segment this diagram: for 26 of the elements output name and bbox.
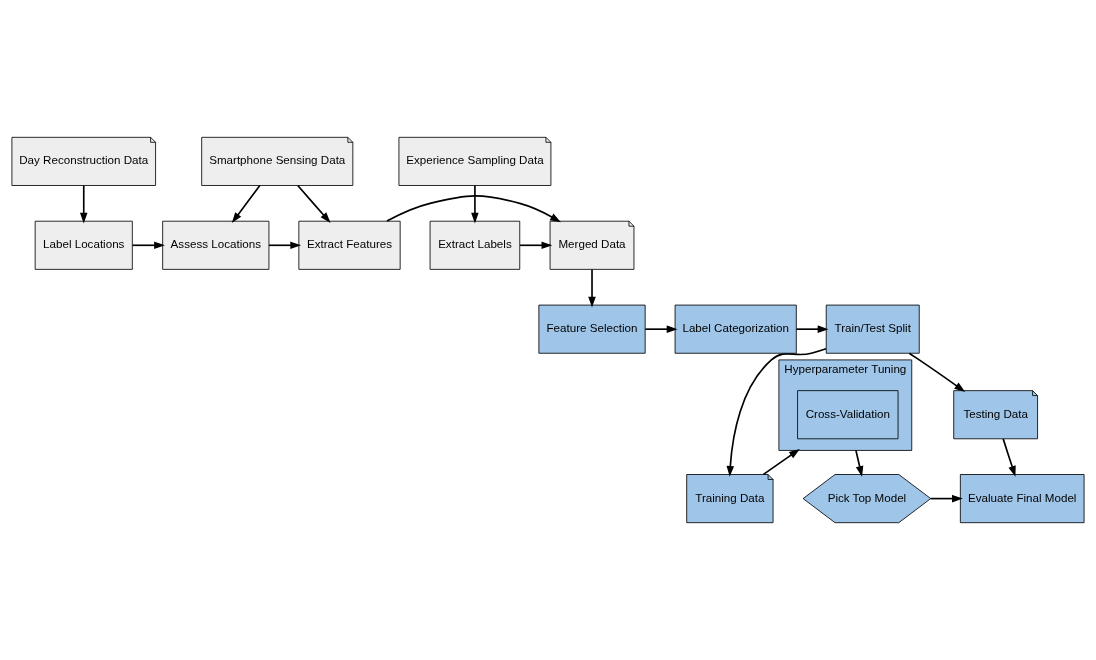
arrow [908,352,966,392]
arrow [231,184,261,224]
arrow [762,449,800,476]
arrow [268,241,302,250]
arrow [644,325,678,333]
arrow [79,184,88,224]
arrow [131,241,165,250]
node-box: Cross-Validation [797,390,899,440]
arrow [386,195,561,223]
arrow [519,241,553,250]
node-box: Evaluate Final Model [959,474,1085,524]
arrow [588,268,596,308]
node-box: Train/Test Split [825,304,920,354]
arrow [471,184,479,224]
arrow [795,325,829,333]
arrow [855,449,864,477]
arrow [929,494,963,503]
arrow [726,347,827,477]
arrow [296,184,331,223]
node-box: Label Locations [34,220,133,270]
node-box: Extract Features [298,220,401,270]
node-box: Feature Selection [538,304,646,354]
node-box: Label Categorization [674,304,797,354]
node-box: Extract Labels [429,220,521,270]
arrow [1002,438,1016,477]
node-box: Assess Locations [162,220,270,270]
